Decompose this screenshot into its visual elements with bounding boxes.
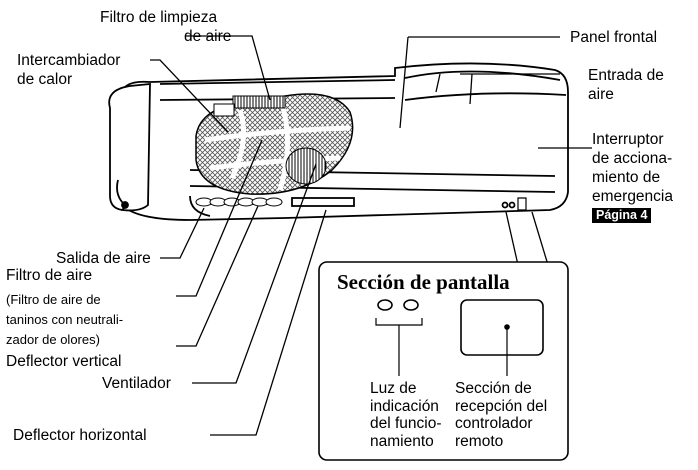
louver-slats	[195, 197, 283, 207]
heat-exchanger-label: Intercambiador de calor	[17, 52, 121, 88]
air-filter-note: (Filtro de aire de taninos con neutrali-…	[6, 292, 124, 347]
emergency-switch-label: Interruptor de acciona- miento de emerge…	[592, 131, 673, 205]
fan-label: Ventilador	[102, 375, 171, 392]
page-reference-badge[interactable]: Página 4	[592, 208, 652, 223]
air-filter-mesh	[195, 93, 354, 195]
display-section-box	[318, 261, 569, 461]
air-cleaning-filter-label: Filtro de limpieza de aire	[100, 9, 232, 45]
indicator-light-label: Luz de indicación del funcio- namiento	[370, 380, 442, 450]
remote-receiver-label: Sección de recepción del controlador rem…	[455, 380, 548, 450]
horizontal-louver-label: Deflector horizontal	[13, 427, 147, 444]
leader-lines	[150, 35, 592, 436]
vertical-louver-label: Deflector vertical	[6, 353, 122, 370]
front-panel-label: Panel frontal	[570, 29, 658, 46]
heat-exchanger-fins	[213, 95, 286, 117]
air-intake-label: Entrada de aire	[588, 67, 664, 103]
air-outlet-label: Salida de aire	[56, 250, 151, 267]
air-filter-label: Filtro de aire	[6, 267, 93, 284]
display-section-title: Sección de pantalla	[337, 270, 510, 294]
